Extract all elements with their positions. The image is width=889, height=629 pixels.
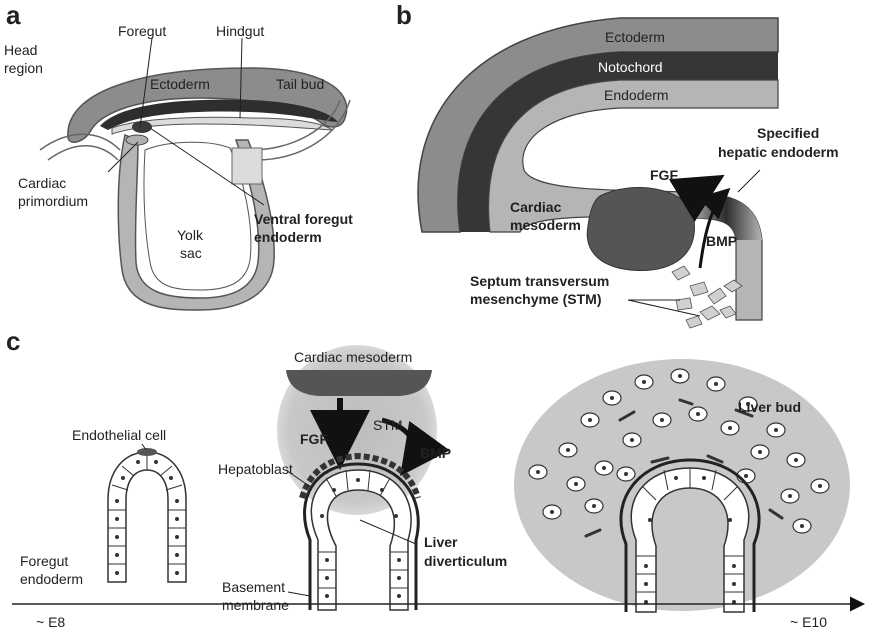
b-stm-cells — [672, 266, 742, 328]
panel-c: c Endothelial cell Foregut endod — [6, 326, 862, 629]
panel-b: b Ectoderm Notochord Endoderm — [396, 0, 839, 328]
b-notochord-label: Notochord — [598, 59, 663, 75]
c-foregut-label-1: Foregut — [20, 553, 68, 569]
c-stage-1: Endothelial cell Foregut endoderm — [20, 427, 186, 587]
panel-a: a Foregut Hindgut Head region Ectoderm T… — [4, 0, 353, 310]
a-cardiac-label-1: Cardiac — [18, 175, 66, 191]
c-liver-bud-label: Liver bud — [738, 399, 801, 415]
a-head-label-2: region — [4, 60, 43, 76]
a-cardiac-label-2: primordium — [18, 193, 88, 209]
panel-a-letter: a — [6, 0, 21, 30]
c-stage-2: Cardiac mesoderm FGF STM BMP — [218, 345, 507, 613]
b-specified-pointer — [738, 170, 760, 192]
a-amnion-left-2 — [48, 146, 118, 160]
c2-basement-pointer — [288, 592, 310, 596]
c-stm-label: STM — [373, 417, 403, 433]
a-yolk-label-1: Yolk — [177, 227, 204, 243]
panel-c-letter: c — [6, 326, 20, 356]
b-fgf-label: FGF — [650, 167, 678, 183]
a-ventral-label-1: Ventral foregut — [254, 211, 353, 227]
c1-endoderm-tube — [108, 452, 186, 582]
a-hindgut-label: Hindgut — [216, 23, 264, 39]
b-ectoderm-label: Ectoderm — [605, 29, 665, 45]
c-liver-div-label-1: Liver — [424, 534, 458, 550]
b-septum-label-1: Septum transversum — [470, 273, 609, 289]
c-foregut-label-2: endoderm — [20, 571, 83, 587]
c2-cardiac-mesoderm — [286, 370, 432, 396]
a-ventral-label-2: endoderm — [254, 229, 322, 245]
a-cardiac-primordium — [132, 121, 152, 133]
c1-endothelial-cell — [137, 448, 157, 456]
c-liver-div-label-2: diverticulum — [424, 553, 507, 569]
b-specified-label-1: Specified — [757, 125, 819, 141]
a-foregut-label: Foregut — [118, 23, 166, 39]
c-fgf-label: FGF — [300, 431, 328, 447]
a-yolk-label-2: sac — [180, 245, 202, 261]
c-hepatoblast-label: Hepatoblast — [218, 461, 293, 477]
b-endoderm-label: Endoderm — [604, 87, 669, 103]
b-cardiac-label-1: Cardiac — [510, 199, 562, 215]
a-hindgut-pocket — [232, 148, 262, 184]
panel-b-letter: b — [396, 0, 412, 30]
a-head-label-1: Head — [4, 42, 37, 58]
c-stage-3: Liver bud — [514, 359, 850, 612]
a-tail-bud-label: Tail bud — [276, 76, 324, 92]
b-septum-label-2: mesenchyme (STM) — [470, 291, 601, 307]
c-endothelial-label: Endothelial cell — [72, 427, 166, 443]
a-ectoderm-label: Ectoderm — [150, 76, 210, 92]
b-bmp-label: BMP — [706, 233, 737, 249]
b-cardiac-mesoderm — [587, 188, 694, 271]
b-specified-label-2: hepatic endoderm — [718, 144, 839, 160]
c-basement-label-1: Basement — [222, 579, 285, 595]
b-cardiac-label-2: mesoderm — [510, 217, 581, 233]
timeline-start-label: ~ E8 — [36, 614, 65, 629]
c-cardiac-mesoderm-label: Cardiac mesoderm — [294, 349, 412, 365]
c-basement-label-2: membrane — [222, 597, 289, 613]
timeline-end-label: ~ E10 — [790, 614, 827, 629]
c-bmp-label: BMP — [420, 445, 451, 461]
